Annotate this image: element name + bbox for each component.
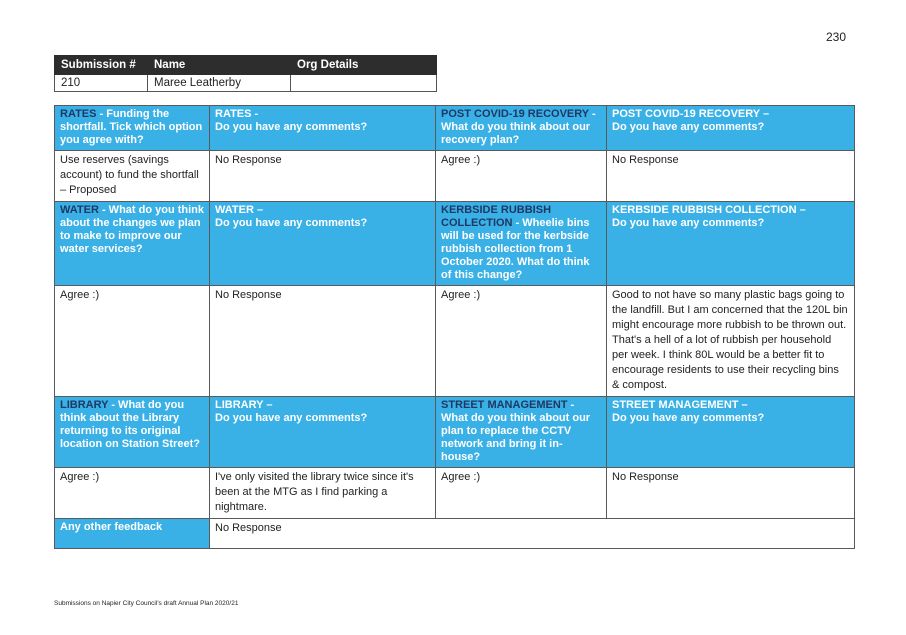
feedback-table: RATES - Funding the shortfall. Tick whic… xyxy=(54,105,855,549)
other-feedback-row: Any other feedback No Response xyxy=(54,518,855,549)
rates-comments-question: RATES -Do you have any comments? xyxy=(209,105,436,151)
submission-header-row: Submission # Name Org Details xyxy=(54,55,437,75)
org-details-header: Org Details xyxy=(290,55,437,75)
street-question-text: - What do you think about our plan to re… xyxy=(441,399,591,463)
rates-question-lead: RATES xyxy=(60,108,97,120)
water-question-text: - What do you think about the changes we… xyxy=(60,204,205,255)
street-comments-lead: STREET MANAGEMENT – xyxy=(612,399,748,411)
submission-value-row: 210 Maree Leatherby xyxy=(54,74,437,92)
library-comments-question: LIBRARY –Do you have any comments? xyxy=(209,396,436,468)
question-row-water-kerbside: WATER - What do you think about the chan… xyxy=(54,201,855,286)
street-answer: Agree :) xyxy=(435,467,607,519)
rates-comments-text: Do you have any comments? xyxy=(215,121,368,133)
water-comments-text: Do you have any comments? xyxy=(215,217,368,229)
water-comments-lead: WATER – xyxy=(215,204,264,216)
kerbside-comments-question: KERBSIDE RUBBISH COLLECTION –Do you have… xyxy=(606,201,855,286)
covid-question: POST COVID-19 RECOVERY - What do you thi… xyxy=(435,105,607,151)
covid-question-lead: POST COVID-19 RECOVERY xyxy=(441,108,589,120)
other-feedback-answer: No Response xyxy=(209,518,855,549)
library-question: LIBRARY - What do you think about the Li… xyxy=(54,396,210,468)
other-feedback-label: Any other feedback xyxy=(54,518,210,549)
answer-row-library-street: Agree :) I've only visited the library t… xyxy=(54,467,855,519)
kerbside-comments-answer: Good to not have so many plastic bags go… xyxy=(606,285,855,397)
library-comments-answer: I've only visited the library twice sinc… xyxy=(209,467,436,519)
library-comments-lead: LIBRARY – xyxy=(215,399,273,411)
org-details xyxy=(290,74,437,92)
rates-answer: Use reserves (savings account) to fund t… xyxy=(54,150,210,202)
library-comments-text: Do you have any comments? xyxy=(215,412,368,424)
water-comments-answer: No Response xyxy=(209,285,436,397)
covid-comments-text: Do you have any comments? xyxy=(612,121,765,133)
rates-question-text: - Funding the shortfall. Tick which opti… xyxy=(60,108,203,146)
submission-table: Submission # Name Org Details 210 Maree … xyxy=(54,55,437,92)
library-answer: Agree :) xyxy=(54,467,210,519)
water-answer: Agree :) xyxy=(54,285,210,397)
page-number: 230 xyxy=(826,30,847,44)
street-comments-answer: No Response xyxy=(606,467,855,519)
name-header: Name xyxy=(147,55,291,75)
kerbside-comments-text: Do you have any comments? xyxy=(612,217,765,229)
street-question-lead: STREET MANAGEMENT xyxy=(441,399,568,411)
kerbside-answer: Agree :) xyxy=(435,285,607,397)
water-comments-question: WATER –Do you have any comments? xyxy=(209,201,436,286)
covid-comments-question: POST COVID-19 RECOVERY –Do you have any … xyxy=(606,105,855,151)
submission-number-header: Submission # xyxy=(54,55,148,75)
water-question: WATER - What do you think about the chan… xyxy=(54,201,210,286)
street-question: STREET MANAGEMENT - What do you think ab… xyxy=(435,396,607,468)
library-question-lead: LIBRARY xyxy=(60,399,109,411)
street-comments-question: STREET MANAGEMENT –Do you have any comme… xyxy=(606,396,855,468)
question-row-rates-covid: RATES - Funding the shortfall. Tick whic… xyxy=(54,105,855,151)
answer-row-rates-covid: Use reserves (savings account) to fund t… xyxy=(54,150,855,202)
kerbside-comments-lead: KERBSIDE RUBBISH COLLECTION – xyxy=(612,204,806,216)
kerbside-question-lead: KERBSIDE RUBBISH COLLECTION xyxy=(441,204,552,229)
covid-question-text: - What do you think about our recovery p… xyxy=(441,108,596,146)
kerbside-question: KERBSIDE RUBBISH COLLECTION - Wheelie bi… xyxy=(435,201,607,286)
answer-row-water-kerbside: Agree :) No Response Agree :) Good to no… xyxy=(54,285,855,397)
submission-number: 210 xyxy=(54,74,148,92)
rates-comments-answer: No Response xyxy=(209,150,436,202)
library-question-text: - What do you think about the Library re… xyxy=(60,399,200,450)
rates-comments-lead: RATES - xyxy=(215,108,259,120)
rates-question: RATES - Funding the shortfall. Tick whic… xyxy=(54,105,210,151)
water-question-lead: WATER xyxy=(60,204,99,216)
covid-comments-lead: POST COVID-19 RECOVERY – xyxy=(612,108,770,120)
kerbside-question-text: - Wheelie bins will be used for the kerb… xyxy=(441,217,590,281)
covid-comments-answer: No Response xyxy=(606,150,855,202)
footer-text: Submissions on Napier City Council's dra… xyxy=(54,600,239,607)
question-row-library-street: LIBRARY - What do you think about the Li… xyxy=(54,396,855,468)
street-comments-text: Do you have any comments? xyxy=(612,412,765,424)
submitter-name: Maree Leatherby xyxy=(147,74,291,92)
covid-answer: Agree :) xyxy=(435,150,607,202)
